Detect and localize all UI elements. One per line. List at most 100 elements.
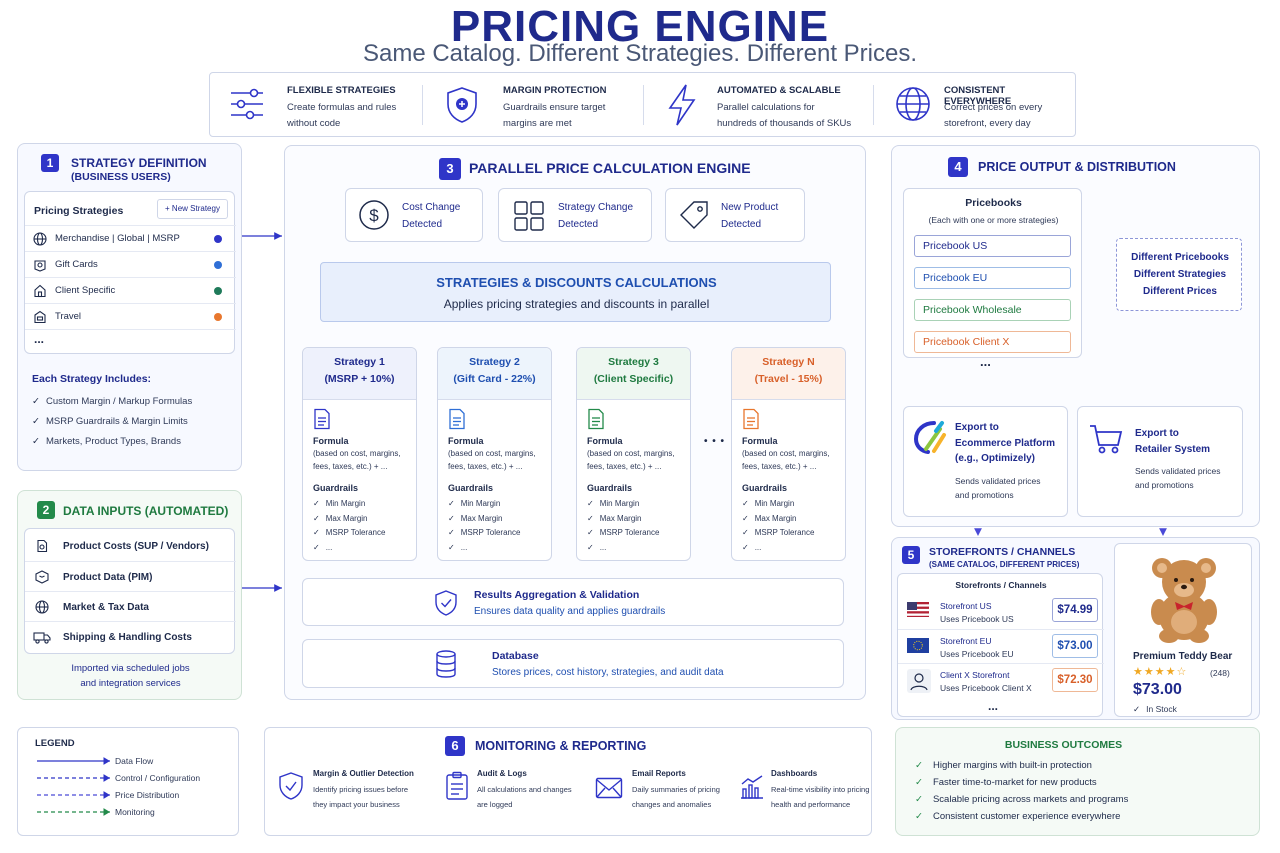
guardrail-item: MSRP Tolerance (742, 528, 815, 537)
results-block: Results Aggregation & Validation Ensures… (302, 578, 844, 626)
clipboard-icon (446, 771, 468, 800)
rating-stars: ★★★★☆ (1133, 666, 1188, 678)
data-inputs-footer: Imported via scheduled jobs (71, 663, 190, 674)
guardrail-item: Min Margin (448, 499, 501, 508)
grid-icon (514, 201, 544, 231)
us-flag-icon (907, 602, 929, 617)
document-icon (743, 408, 759, 430)
monitoring-item-title: Audit & Logs (477, 769, 527, 778)
calculations-title: STRATEGIES & DISCOUNTS CALCULATIONS (436, 275, 717, 290)
monitoring-item-desc: All calculations and changes (477, 785, 572, 794)
storefront-row[interactable]: Client X Storefront Uses Pricebook Clien… (898, 663, 1104, 697)
feature-desc: Guardrails ensure target (503, 102, 606, 113)
database-title: Database (492, 650, 539, 662)
guardrail-item: MSRP Tolerance (313, 528, 386, 537)
list-item[interactable]: Merchandise | Global | MSRP (25, 225, 236, 251)
section-number: 6 (445, 736, 465, 756)
feature-title: FLEXIBLE STRATEGIES (287, 85, 396, 96)
export-line: Ecommerce Platform (955, 438, 1056, 449)
truck-icon (33, 632, 51, 644)
list-item: Product Costs (SUP / Vendors) (25, 531, 236, 561)
outcome-text: Faster time-to-market for new products (932, 777, 1097, 788)
formula-label: Formula (587, 436, 623, 446)
export-line: Retailer System (1135, 444, 1211, 455)
export-desc: and promotions (955, 490, 1014, 500)
strategy-definition-panel: 1 STRATEGY DEFINITION (BUSINESS USERS) P… (17, 143, 242, 471)
guardrail-item: Min Margin (313, 499, 366, 508)
list-item-label: Product Data (PIM) (63, 572, 153, 583)
globe-icon (35, 600, 49, 614)
optimizely-logo-icon (913, 421, 946, 454)
formula-label: Formula (313, 436, 349, 446)
feature-desc: Create formulas and rules (287, 102, 397, 113)
list-item[interactable]: Client Specific (25, 277, 236, 303)
teddy-bear-image (1151, 558, 1217, 643)
strategy-name: Strategy 1 (334, 356, 385, 368)
section-number: 2 (37, 501, 55, 519)
includes-title: Each Strategy Includes: (32, 373, 152, 385)
database-subtitle: Stores prices, cost history, strategies,… (492, 667, 724, 678)
list-item-label: Product Costs (SUP / Vendors) (63, 541, 209, 552)
storefront-row[interactable]: Storefront US Uses Pricebook US $74.99 (898, 595, 1104, 629)
strategy-card: Strategy 3 (Client Specific) Formula (ba… (576, 347, 691, 561)
outcomes-title: BUSINESS OUTCOMES (1004, 739, 1123, 751)
outcome-item: ✓Faster time-to-market for new products (915, 777, 1097, 788)
document-icon (449, 408, 465, 430)
pricebook-client-x[interactable]: Pricebook Client X (914, 331, 1071, 353)
tag-icon (680, 201, 708, 229)
section-number: 5 (902, 546, 920, 564)
document-icon (588, 408, 604, 430)
pricebook-wholesale[interactable]: Pricebook Wholesale (914, 299, 1071, 321)
list-item[interactable]: Travel (25, 303, 236, 329)
outcome-text: Higher margins with built-in protection (932, 760, 1092, 771)
guardrail-item: MSRP Tolerance (448, 528, 521, 537)
trigger-label: Strategy Change (558, 202, 634, 213)
storefronts-panel: 5 STOREFRONTS / CHANNELS (SAME CATALOG, … (891, 537, 1260, 720)
engine-panel: 3 PARALLEL PRICE CALCULATION ENGINE $ Co… (284, 145, 866, 700)
feature-title: AUTOMATED & SCALABLE (717, 85, 841, 96)
include-item: Markets, Product Types, Brands (32, 436, 181, 447)
trigger-card: Strategy Change Detected (498, 188, 652, 242)
shield-check-icon (435, 590, 457, 616)
product-card[interactable]: Premium Teddy Bear ★★★★☆ (248) $73.00 In… (1114, 543, 1252, 717)
guardrail-item: Max Margin (742, 514, 797, 523)
strategy-detail: (Gift Card - 22%) (453, 373, 536, 385)
guardrails-label: Guardrails (587, 483, 633, 493)
list-item[interactable]: Gift Cards (25, 251, 236, 277)
legend-label: Control / Configuration (115, 773, 201, 783)
new-strategy-button[interactable]: + New Strategy (157, 199, 228, 219)
more-indicator: ... (980, 354, 991, 369)
price-output-panel: 4 PRICE OUTPUT & DISTRIBUTION Pricebooks… (891, 145, 1260, 527)
more-indicator: ... (988, 699, 999, 713)
pricebook-us[interactable]: Pricebook US (914, 235, 1071, 257)
data-inputs-panel: 2 DATA INPUTS (AUTOMATED) Product Costs … (17, 490, 242, 700)
guardrail-item: Max Margin (587, 514, 642, 523)
cost-icon (37, 539, 48, 553)
product-name: Premium Teddy Bear (1133, 651, 1233, 662)
storefronts-list: Storefronts / Channels Storefront US Use… (897, 573, 1104, 717)
feature-desc: hundreds of thousands of SKUs (717, 118, 852, 129)
shield-icon (444, 85, 480, 130)
section-subtitle: (BUSINESS USERS) (71, 171, 171, 183)
storefront-name: Storefront US (940, 601, 992, 611)
strategy-card: Strategy 2 (Gift Card - 22%) Formula (ba… (437, 347, 552, 561)
storefront-sub: Uses Pricebook US (940, 614, 1014, 624)
database-block: Database Stores prices, cost history, st… (302, 639, 844, 688)
feature-title: CONSISTENT EVERYWHERE (944, 85, 1012, 107)
pricebook-eu[interactable]: Pricebook EU (914, 267, 1071, 289)
storefront-row[interactable]: Storefront EU Uses Pricebook EU $73.00 (898, 629, 1104, 663)
formula-desc: fees, taxes, etc.) + ... (313, 462, 388, 471)
list-item-label: Gift Cards (55, 259, 98, 270)
list-item: Product Data (PIM) (25, 561, 236, 591)
guardrail-item: ... (313, 543, 333, 552)
guardrails-label: Guardrails (742, 483, 788, 493)
section-number: 1 (41, 154, 59, 172)
formula-desc: fees, taxes, etc.) + ... (448, 462, 523, 471)
callout-line: Different Prices (1143, 286, 1217, 297)
gift-icon (34, 260, 46, 272)
include-item: Custom Margin / Markup Formulas (32, 396, 192, 407)
pricebooks-subtitle: (Each with one or more strategies) (928, 215, 1059, 225)
status-dot (214, 313, 222, 321)
list-item-label: Market & Tax Data (63, 602, 149, 613)
export-line: (e.g., Optimizely) (955, 453, 1036, 464)
